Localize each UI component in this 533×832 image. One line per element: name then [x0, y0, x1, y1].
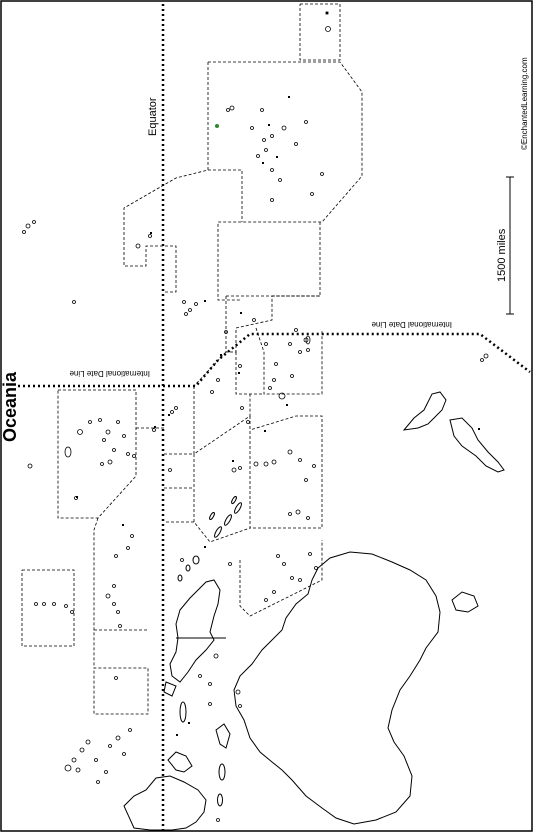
region-boundaries: [21, 3, 363, 715]
new-zealand-north-island: [402, 391, 447, 431]
timor-fragment: [215, 723, 231, 749]
australia-landmass: [233, 551, 441, 825]
island: [179, 701, 187, 723]
sulawesi-fragment: [167, 751, 193, 773]
small-islets: [76, 96, 480, 736]
marked-island: [215, 124, 219, 128]
island: [163, 681, 177, 697]
solomon-islands: [177, 495, 242, 582]
date-line-label-left: International Date Line: [69, 369, 150, 378]
date-line-label-right: International Date Line: [371, 320, 452, 329]
copyright-text: ©EnchantedLearning.com: [520, 57, 529, 150]
scale-label: 1500 miles: [496, 228, 508, 282]
map-title: Oceania: [0, 371, 20, 442]
new-guinea: [169, 579, 221, 683]
island: [218, 763, 226, 781]
pacific-islands: [22, 11, 489, 822]
scale-bar: [506, 176, 514, 315]
tasmania: [451, 591, 479, 613]
equator-label: Equator: [147, 97, 159, 136]
borneo-fragment: [123, 775, 207, 831]
island: [217, 793, 223, 807]
new-zealand-south-island: [449, 417, 505, 473]
